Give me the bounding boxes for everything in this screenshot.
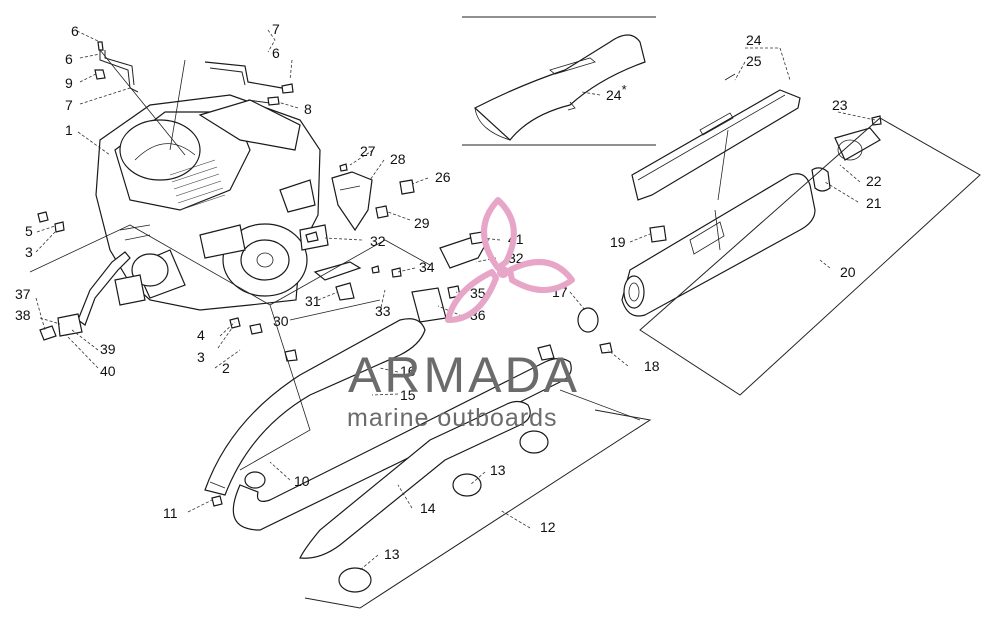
label-7: 7 (65, 97, 73, 113)
label-5: 5 (25, 223, 33, 239)
label-37: 37 (15, 286, 31, 302)
engine-mount-arm (37, 211, 298, 362)
label-21: 21 (866, 195, 882, 211)
label-12: 12 (540, 519, 556, 535)
label-23: 23 (832, 97, 848, 113)
label-9: 9 (65, 75, 73, 91)
label-25: 25 (746, 53, 762, 69)
label-asterisk: * (622, 82, 627, 97)
label-16: 16 (400, 363, 416, 379)
leader-lines (35, 29, 876, 571)
label-13: 13 (384, 546, 400, 562)
label-32: 32 (370, 233, 386, 249)
label-6: 6 (71, 23, 79, 39)
watermark-subtitle: marine outboards (347, 404, 558, 432)
label-39: 39 (100, 341, 116, 357)
label-15: 15 (400, 387, 416, 403)
exhaust-pipes (204, 307, 652, 609)
label-14: 14 (420, 500, 436, 516)
label-7: 7 (272, 21, 280, 37)
label-35: 35 (470, 285, 486, 301)
label-33: 33 (375, 303, 391, 319)
label-24: 24 (606, 87, 622, 103)
watermark-brand: ARMADA (348, 347, 580, 403)
label-20: 20 (840, 264, 856, 280)
label-26: 26 (435, 169, 451, 185)
label-31: 31 (305, 293, 321, 309)
muffler (621, 115, 981, 396)
armada-watermark: ARMADA marine outboards (347, 197, 580, 432)
assembly-lines (29, 49, 729, 471)
label-1: 1 (65, 122, 73, 138)
muffler-heat-shield (631, 73, 801, 201)
label-11: 11 (163, 505, 178, 521)
label-10: 10 (294, 473, 310, 489)
label-6: 6 (272, 45, 280, 61)
engine-bracket (94, 41, 294, 106)
label-4: 4 (197, 327, 205, 343)
heat-shield-inset (462, 16, 656, 146)
bracket-group (305, 163, 489, 323)
label-34: 34 (419, 259, 435, 275)
label-24-star: 24* (606, 82, 627, 103)
label-8: 8 (304, 101, 312, 117)
label-19: 19 (610, 234, 626, 250)
label-13: 13 (490, 462, 506, 478)
label-2: 2 (222, 360, 230, 376)
engine-assembly (95, 94, 329, 311)
label-3: 3 (197, 349, 205, 365)
label-38: 38 (15, 307, 31, 323)
label-27: 27 (360, 143, 376, 159)
label-18: 18 (644, 358, 660, 374)
label-29: 29 (414, 215, 430, 231)
label-24: 24 (746, 32, 762, 48)
label-6: 6 (65, 51, 73, 67)
label-22: 22 (866, 173, 882, 189)
label-30: 30 (273, 313, 289, 329)
label-40: 40 (100, 363, 116, 379)
label-28: 28 (390, 151, 406, 167)
label-3: 3 (25, 244, 33, 260)
propeller-logo (445, 197, 575, 323)
